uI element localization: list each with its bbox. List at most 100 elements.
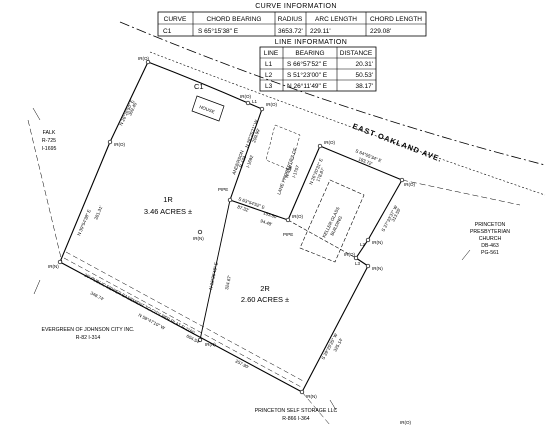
distance-southwest-b: 257.90': [235, 358, 250, 369]
curve-cell-radius: 3653.72': [278, 28, 303, 35]
line-cell: L1: [265, 61, 273, 68]
lane-line-2: R-428: [284, 165, 293, 179]
property-boundary: [59, 61, 403, 393]
church-line-4: DB-463: [481, 243, 499, 249]
distance-northwest: 309.45': [127, 101, 138, 116]
adjoiner-storage: PRINCETON SELF STORAGE LLC R-866 I-364: [255, 408, 338, 422]
church-line-2: PRESBYTERIAN: [470, 229, 510, 235]
ir-label: IR(O): [114, 142, 125, 147]
curve-header-radius: RADIUS: [278, 16, 303, 23]
curve-cell-c1: C1: [163, 28, 172, 35]
adjoiner-evergreen: EVERGREEN OF JOHNSON CITY INC. R-82 I-31…: [41, 327, 134, 341]
curve-header-chord-length: CHORD LENGTH: [370, 16, 422, 23]
ir-label: IR(N): [48, 264, 59, 269]
storage-line-2: R-866 I-364: [282, 416, 310, 422]
easement-line-lower: [63, 257, 304, 389]
ir-label: IR(O): [324, 140, 335, 145]
line-cell: 38.17': [355, 83, 373, 90]
evergreen-line-1: EVERGREEN OF JOHNSON CITY INC.: [41, 327, 134, 333]
adjoiner-arrows: [32, 107, 471, 411]
ir-label: IR(O): [292, 214, 303, 219]
tract-division-line: [199, 199, 231, 341]
distance-lane-east: 178.87': [315, 167, 325, 183]
house-building: HOUSE: [191, 95, 225, 122]
curve-cell-chord: 229.08': [370, 28, 391, 35]
church-line-5: PG-561: [481, 250, 499, 256]
line-cell: 50.53': [355, 72, 373, 79]
curve-header-curve: CURVE: [164, 16, 187, 23]
evergreen-line-2: R-82 I-314: [76, 335, 101, 341]
curve-cell-arc: 229.11': [310, 28, 331, 35]
curve-header-chord-bearing: CHORD BEARING: [207, 16, 262, 23]
line-cell: L3: [265, 83, 273, 90]
monument-labels: PIPE PIPE IR(O) IR(O) IR(O) IR(O) IR(O) …: [48, 56, 415, 425]
bearing-mid-vertical: N 26°35'48" E: [208, 262, 219, 290]
line-header-distance: DISTANCE: [340, 50, 373, 57]
ir-label: IR(N): [205, 342, 216, 347]
adjoiner-line-west: [27, 119, 63, 263]
ir-label: IR(O): [404, 182, 415, 187]
line-cell: N 26°11'49" E: [287, 82, 328, 90]
sewer-easement-label: 20' PUBLIC SEWER EASEMENT TO CITY PER PL…: [84, 272, 196, 335]
tract-1r-name: 1R: [163, 195, 173, 204]
line-cell: L2: [265, 72, 273, 79]
road-east-oakland-ave: EAST OAKLAND AVE.: [119, 21, 546, 196]
tract-2r-name: 2R: [260, 284, 270, 293]
easement-line-upper: [65, 251, 306, 383]
curve-cell-bearing: S 65°15'38" E: [198, 27, 239, 35]
curve-table-title: CURVE INFORMATION: [255, 3, 337, 10]
house-label: HOUSE: [199, 104, 216, 114]
distance-south: 325.14': [332, 337, 343, 352]
line-header-bearing: BEARING: [295, 50, 324, 57]
falk-line-1: FALK: [43, 130, 56, 136]
ir-label: IR(N): [306, 394, 317, 399]
line-cell: S 66°57'52" E: [287, 60, 328, 68]
adjoiner-line-south: [301, 391, 331, 426]
distance-mid-1a: 87.32': [237, 204, 250, 213]
adjoiner-lane-properties: LANE PROPERTIES OF R-428 I-1707: [276, 147, 300, 195]
anderson-line-3: I-1692: [245, 154, 254, 168]
falk-line-3: I-1695: [42, 146, 57, 152]
adjoiner-anderson: ANDERSON R-423 I-1692: [231, 150, 254, 176]
line-table-title: LINE INFORMATION: [275, 39, 347, 46]
ir-label: IR(O): [400, 420, 411, 425]
church-line-1: PRINCETON: [475, 222, 506, 228]
line-l1-label: L1: [252, 99, 258, 104]
line-l2-label: L2: [360, 242, 366, 247]
distance-mid-1b: 153.80': [263, 210, 279, 220]
distance-anderson-west: 209.99': [251, 128, 261, 144]
distance-southwest-a: 604.54': [186, 333, 201, 344]
adjoiner-line-east: [401, 179, 521, 206]
keller-glass-building: KELLER GLASS BUILDING: [299, 179, 365, 263]
ir-label: IR(O): [266, 102, 277, 107]
line-information-table: LINE INFORMATION LINE BEARING DISTANCE L…: [259, 39, 377, 92]
pipe-label-2: PIPE: [283, 232, 293, 237]
pipe-label-1: PIPE: [218, 187, 228, 192]
distance-mid-vertical: 324.67': [224, 275, 232, 290]
church-line-3: CHURCH: [479, 236, 502, 242]
ir-label: IR(N): [372, 266, 383, 271]
lane-line-3: I-1707: [291, 164, 300, 178]
distance-top-east: 183.72': [358, 156, 374, 166]
curve-header-arc-length: ARC LENGTH: [315, 16, 357, 23]
bearing-west: N 39°54'38" E: [76, 209, 92, 237]
adjoiner-church: PRINCETON PRESBYTERIAN CHURCH DB-463 PG-…: [470, 222, 510, 256]
distance-southwest-c: 348.74': [90, 290, 105, 301]
tract-2r-area: 2.60 ACRES ±: [241, 295, 289, 304]
distance-east-lower: 313.55': [390, 207, 401, 222]
anderson-line-2: R-423: [238, 155, 247, 169]
line-header-line: LINE: [264, 50, 279, 57]
ir-label: IR(N): [372, 240, 383, 245]
lane-building: [265, 124, 301, 171]
ir-label: IR(O): [344, 252, 355, 257]
curve-c1-label: C1: [194, 82, 204, 91]
line-cell: S 51°23'00" E: [287, 71, 328, 79]
monuments: [57, 59, 405, 395]
distance-west: 281.31': [93, 205, 103, 221]
curve-information-table: CURVE INFORMATION CURVE CHORD BEARING RA…: [157, 3, 427, 37]
line-l3-label: L3: [355, 261, 361, 266]
adjoiner-falk: FALK R-725 I-1695: [42, 130, 57, 152]
tract-1r-area: 3.46 ACRES ±: [144, 207, 192, 216]
lane-rear-line: [287, 219, 357, 259]
